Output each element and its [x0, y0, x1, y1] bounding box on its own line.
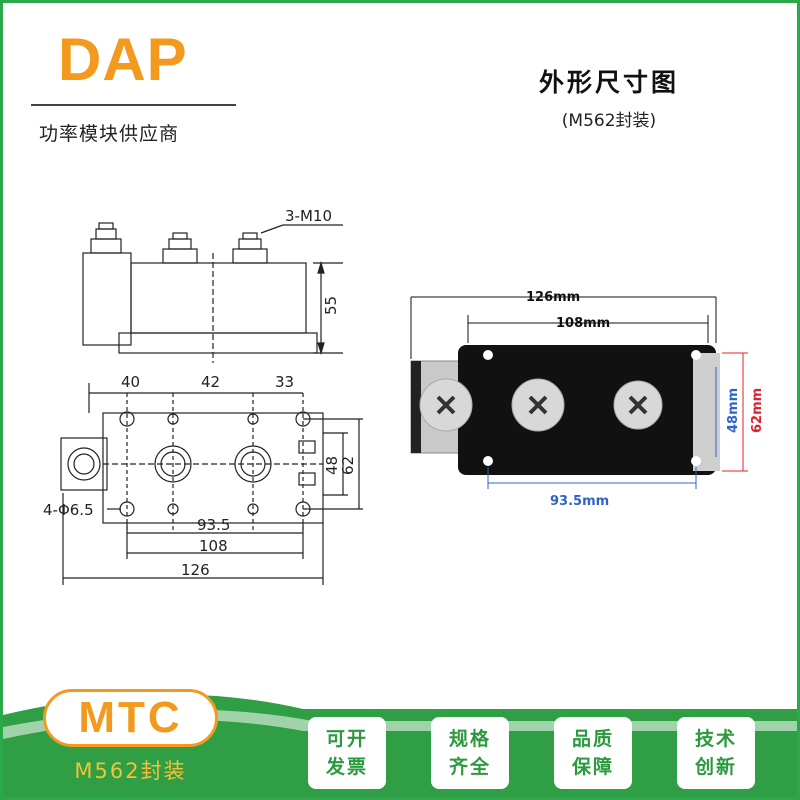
logo-divider	[31, 104, 236, 106]
badge-line: 保障	[571, 756, 614, 778]
dim-42: 42	[201, 373, 220, 391]
badge-specs: 规格 齐全	[431, 717, 509, 789]
pitch-93-5: 93.5mm	[550, 494, 609, 509]
badge-line: 齐全	[448, 756, 491, 778]
badge-line: 技术	[694, 728, 737, 750]
package-label: M562封装	[74, 759, 187, 783]
badge-line: 发票	[325, 756, 368, 778]
badge-line: 规格	[448, 728, 491, 750]
badge-line: 品质	[571, 728, 614, 750]
width-62: 62mm	[750, 388, 765, 433]
product-photo: 126mm 108mm 93.5mm 48mm 62mm	[410, 290, 765, 509]
badge-quality: 品质 保障	[554, 717, 632, 789]
dim-40: 40	[121, 373, 140, 391]
side-view-terminal-block	[82, 252, 132, 346]
width-48: 48mm	[726, 388, 741, 433]
side-view	[82, 222, 343, 363]
top-view	[60, 383, 363, 585]
screw-label: 3-M10	[285, 207, 332, 225]
product-pill	[43, 689, 218, 747]
top-view-body	[102, 412, 324, 524]
dim-48: 48	[323, 456, 341, 475]
technical-drawing: 3-M10 55 40 42 33 48 62 4-Φ6.5 93.5 108 …	[43, 207, 363, 585]
brand-tagline: 功率模块供应商	[39, 123, 180, 145]
side-view-screw-3	[232, 232, 268, 264]
side-view-body	[130, 262, 307, 334]
badge-line: 创新	[694, 756, 737, 778]
dim-126: 126	[181, 561, 210, 579]
dim-62: 62	[339, 456, 357, 475]
side-view-base	[118, 332, 318, 354]
side-view-screw-2	[162, 232, 198, 264]
hole-label: 4-Φ6.5	[43, 501, 94, 519]
brand-logo: DAP	[58, 26, 188, 93]
length-126: 126mm	[526, 290, 580, 305]
dim-33: 33	[275, 373, 294, 391]
height-dim: 55	[322, 296, 340, 315]
page-subtitle: (M562封装)	[561, 111, 657, 131]
side-view-screw-1	[90, 222, 122, 254]
badge-invoice: 可开 发票	[308, 717, 386, 789]
module-body	[458, 345, 716, 475]
length-108: 108mm	[556, 316, 610, 331]
badge-line: 可开	[325, 728, 368, 750]
dim-108: 108	[199, 537, 228, 555]
product-name: MTC	[78, 693, 183, 742]
badge-innovation: 技术 创新	[677, 717, 755, 789]
page-title: 外形尺寸图	[538, 68, 679, 97]
dim-93-5: 93.5	[197, 516, 230, 534]
